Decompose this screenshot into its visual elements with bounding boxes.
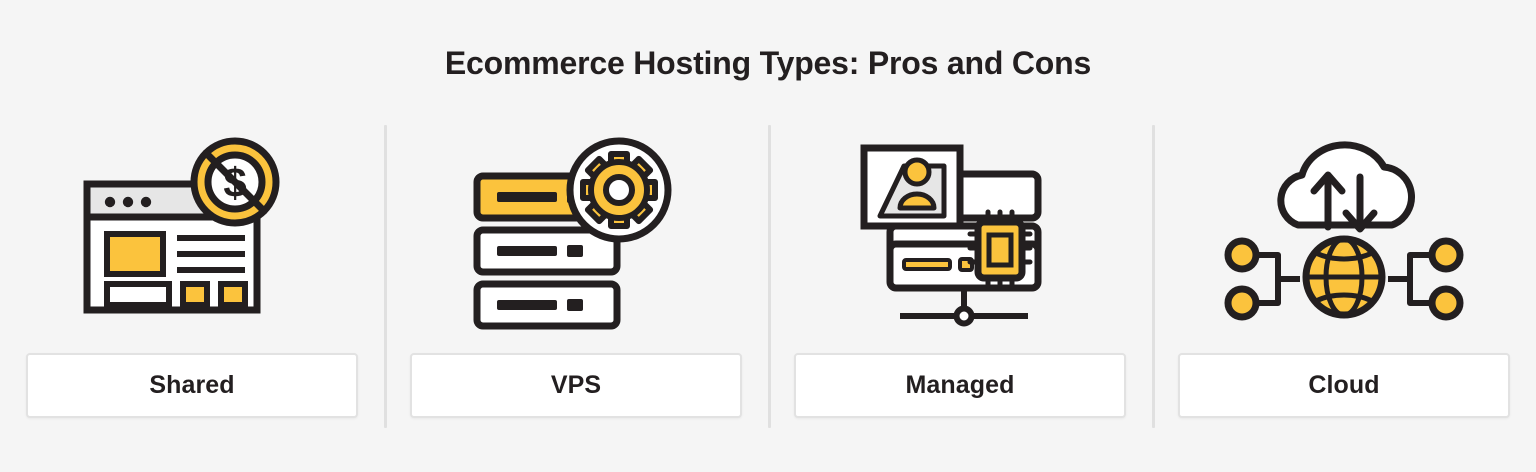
hosting-column-managed[interactable]: Managed [768, 118, 1152, 438]
gear-badge [566, 137, 672, 243]
globe-graphic [1302, 235, 1386, 319]
hosting-label-box-shared[interactable]: Shared [26, 353, 358, 418]
cloud-graphic [1277, 141, 1415, 229]
hosting-label-box-managed[interactable]: Managed [794, 353, 1126, 418]
hosting-label-box-vps[interactable]: VPS [410, 353, 742, 418]
hosting-label-box-cloud[interactable]: Cloud [1178, 353, 1510, 418]
admin-user-card-graphic [860, 144, 964, 230]
hosting-type-columns: $ Shared [0, 118, 1536, 438]
hosting-label-shared: Shared [149, 371, 235, 399]
network-nodes-left [1224, 237, 1300, 321]
cloud-hosting-icon [1152, 118, 1536, 350]
download-arrow-icon [1342, 173, 1378, 233]
network-nodes-right [1388, 237, 1464, 321]
hosting-column-shared[interactable]: $ Shared [0, 118, 384, 438]
hosting-label-managed: Managed [905, 371, 1015, 399]
cpu-chip-graphic [967, 209, 1033, 289]
upload-arrow-icon [1310, 171, 1346, 231]
shared-hosting-icon: $ [0, 118, 384, 350]
managed-hosting-icon [768, 118, 1152, 350]
vps-hosting-icon [384, 118, 768, 350]
page-title: Ecommerce Hosting Types: Pros and Cons [444, 45, 1092, 81]
hosting-label-cloud: Cloud [1308, 371, 1380, 399]
hosting-label-vps: VPS [550, 371, 602, 399]
hosting-column-cloud[interactable]: Cloud [1152, 118, 1536, 438]
no-cost-dollar-badge: $ [190, 137, 280, 227]
network-node-graphic [900, 288, 1028, 327]
hosting-column-vps[interactable]: VPS [384, 118, 768, 438]
